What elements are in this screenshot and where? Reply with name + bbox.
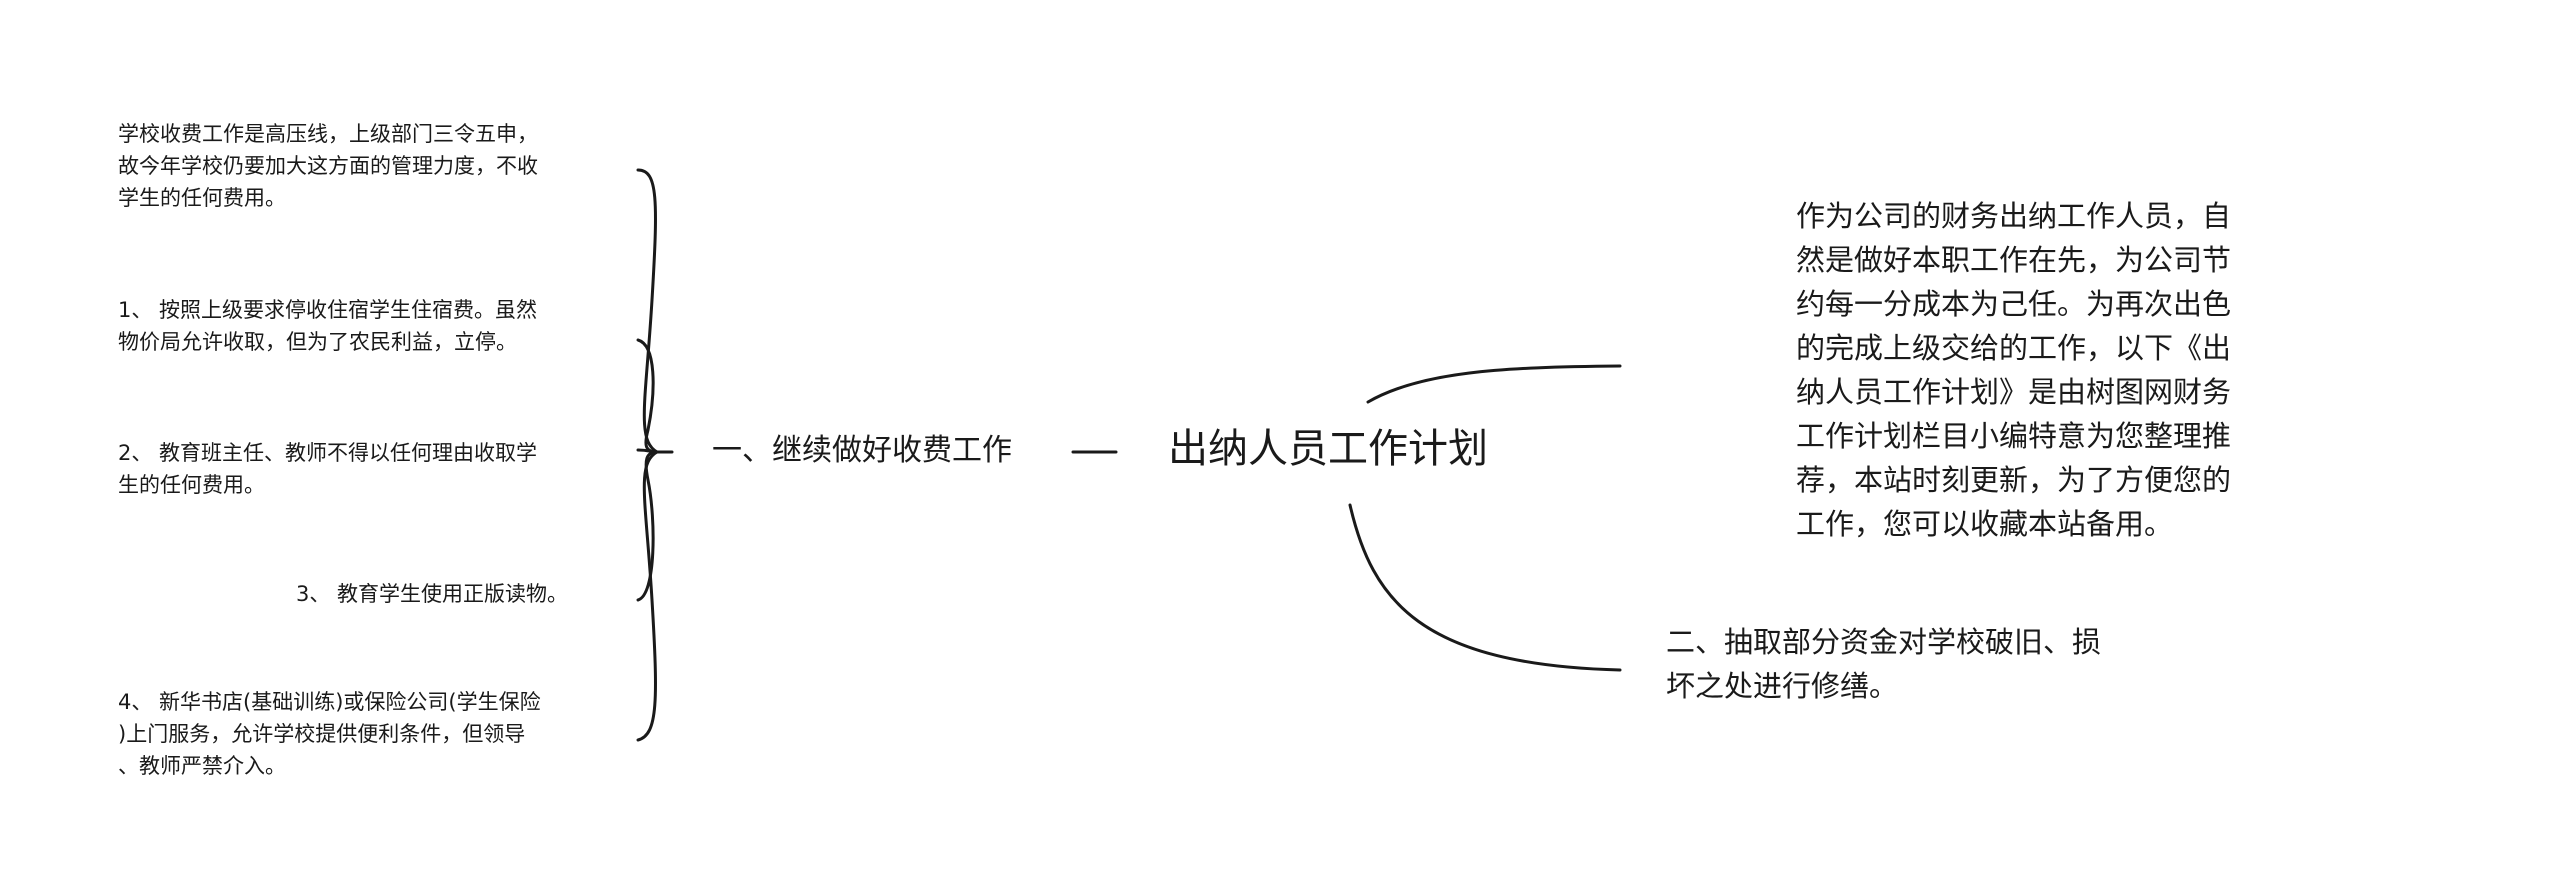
branch-right-line-2: 坏之处进行修缮。 — [1666, 669, 1899, 703]
branch-left-title: 一、继续做好收费工作 — [712, 433, 1012, 468]
leaf-fee-policy: 学校收费工作是高压线，上级部门三令五申， 故今年学校仍要加大这方面的管理力度，不… — [118, 118, 538, 214]
leaf-item-1-line-1: 1、 按照上级要求停收住宿学生住宿费。虽然 — [118, 298, 538, 322]
leaf-item-2-line-1: 2、 教育班主任、教师不得以任何理由收取学 — [118, 441, 538, 465]
leaf-item-1-line-2: 物价局允许收取，但为了农民利益，立停。 — [118, 330, 517, 354]
leaf-fee-policy-line-3: 学生的任何费用。 — [118, 186, 286, 210]
description-line-1: 作为公司的财务出纳工作人员，自 — [1796, 199, 2232, 233]
description-line-4: 的完成上级交给的工作，以下《出 — [1796, 331, 2232, 365]
root-to-description-connector — [1366, 364, 1622, 404]
leaf-item-4-line-2: )上门服务，允许学校提供便利条件，但领导 — [118, 722, 526, 746]
leaf-item-2: 2、 教育班主任、教师不得以任何理由收取学 生的任何费用。 — [118, 437, 537, 501]
bracket-to-leaf-5 — [636, 450, 659, 742]
branch-right-line-1: 二、抽取部分资金对学校破旧、损 — [1666, 625, 2102, 659]
description-line-5: 纳人员工作计划》是由树图网财务 — [1796, 375, 2232, 409]
bracket-to-leaf-1 — [636, 168, 659, 454]
leaf-fee-policy-line-1: 学校收费工作是高压线，上级部门三令五申， — [118, 122, 538, 146]
branch-right-title: 二、抽取部分资金对学校破旧、损 坏之处进行修缮。 — [1666, 620, 2101, 708]
root-to-right-branch-connector — [1348, 503, 1622, 672]
leaf-fee-policy-line-2: 故今年学校仍要加大这方面的管理力度，不收 — [118, 154, 538, 178]
leaf-item-4-line-1: 4、 新华书店(基础训练)或保险公司(学生保险 — [118, 690, 541, 714]
description-line-7: 荐，本站时刻更新，为了方便您的 — [1796, 463, 2232, 497]
description-line-6: 工作计划栏目小编特意为您整理推 — [1796, 419, 2232, 453]
leaf-item-4-line-3: 、教师严禁介入。 — [118, 754, 286, 778]
description-line-3: 约每一分成本为己任。为再次出色 — [1796, 287, 2232, 321]
bracket-to-leaf-4 — [636, 450, 659, 602]
leaf-item-4: 4、 新华书店(基础训练)或保险公司(学生保险 )上门服务，允许学校提供便利条件… — [118, 686, 541, 782]
leaf-item-3-line-1: 3、 教育学生使用正版读物。 — [296, 582, 569, 606]
description-line-2: 然是做好本职工作在先，为公司节 — [1796, 243, 2232, 277]
leaf-item-3: 3、 教育学生使用正版读物。 — [296, 578, 568, 610]
leaf-item-2-line-2: 生的任何费用。 — [118, 473, 265, 497]
description-node: 作为公司的财务出纳工作人员，自 然是做好本职工作在先，为公司节 约每一分成本为己… — [1796, 194, 2231, 546]
description-line-8: 工作，您可以收藏本站备用。 — [1796, 507, 2174, 541]
root-title: 出纳人员工作计划 — [1168, 426, 1488, 472]
leaf-item-1: 1、 按照上级要求停收住宿学生住宿费。虽然 物价局允许收取，但为了农民利益，立停… — [118, 294, 537, 358]
bracket-to-leaf-2 — [636, 338, 659, 454]
